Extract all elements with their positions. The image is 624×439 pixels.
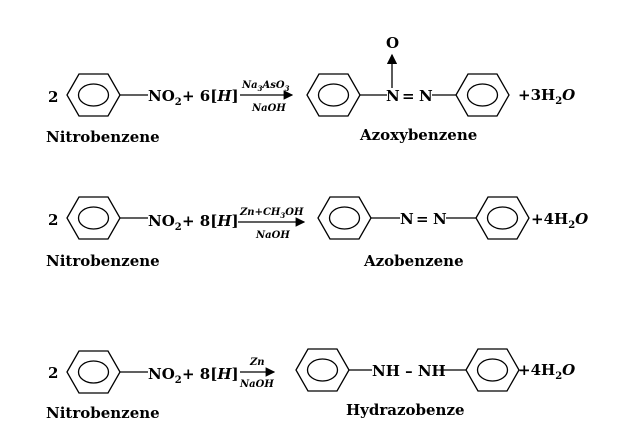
- reaction-2: 2 NO2 + 8[H] Zn+CH3OH NaOH N = N: [46, 196, 588, 270]
- nitro-group: NO2: [148, 212, 182, 233]
- reagent-bottom: NaOH: [239, 379, 274, 390]
- reactant-name: Nitrobenzene: [46, 252, 160, 270]
- hydrogen-term: + 8[H]: [182, 365, 239, 383]
- product-name: Azobenzene: [363, 252, 464, 270]
- benzene-ring-icon: [66, 350, 121, 394]
- nitrogen-atom: N: [400, 210, 414, 228]
- benzene-ring-icon: [455, 73, 510, 117]
- nitro-group: NO2: [148, 365, 182, 386]
- hydrogen-term: + 6[H]: [182, 87, 239, 105]
- product-name: Azoxybenzene: [359, 126, 477, 144]
- nitrogen-atom: N: [419, 87, 433, 105]
- oxygen-atom: O: [386, 34, 399, 52]
- product-name: Hydrazobenze: [346, 401, 465, 419]
- nitro-group: NO2: [148, 87, 182, 108]
- benzene-ring-icon: [317, 196, 372, 240]
- reactant-name: Nitrobenzene: [46, 128, 160, 146]
- benzene-ring-icon: [306, 73, 361, 117]
- reagent-top: Na3AsO3: [241, 80, 290, 93]
- reagent-bottom: NaOH: [251, 103, 286, 114]
- water-term: +4H2O: [518, 361, 575, 382]
- benzene-ring-icon: [295, 348, 350, 392]
- reaction-3: 2 NO2 + 8[H] Zn NaOH NH – NH +4H2O Nitro…: [46, 348, 575, 422]
- benzene-ring-icon: [465, 348, 520, 392]
- coefficient: 2: [48, 88, 58, 106]
- reagent-bottom: NaOH: [255, 230, 290, 241]
- nitrogen-atom: N: [386, 87, 400, 105]
- double-bond: =: [416, 210, 429, 228]
- coefficient: 2: [48, 364, 58, 382]
- hydrogen-term: + 8[H]: [182, 212, 239, 230]
- nitrogen-atom: N: [433, 210, 447, 228]
- double-bond: =: [402, 87, 415, 105]
- benzene-ring-icon: [475, 196, 530, 240]
- reaction-1: 2 NO2 + 6[H] Na3AsO3 NaOH O N = N: [46, 34, 575, 146]
- water-term: +3H2O: [518, 86, 575, 107]
- reagent-top: Zn+CH3OH: [239, 207, 304, 220]
- hydrazo-linkage: NH – NH: [372, 362, 446, 380]
- benzene-ring-icon: [66, 73, 121, 117]
- benzene-ring-icon: [66, 196, 121, 240]
- water-term: +4H2O: [531, 210, 588, 231]
- reactant-name: Nitrobenzene: [46, 404, 160, 422]
- coefficient: 2: [48, 211, 58, 229]
- reagent-top: Zn: [249, 357, 265, 368]
